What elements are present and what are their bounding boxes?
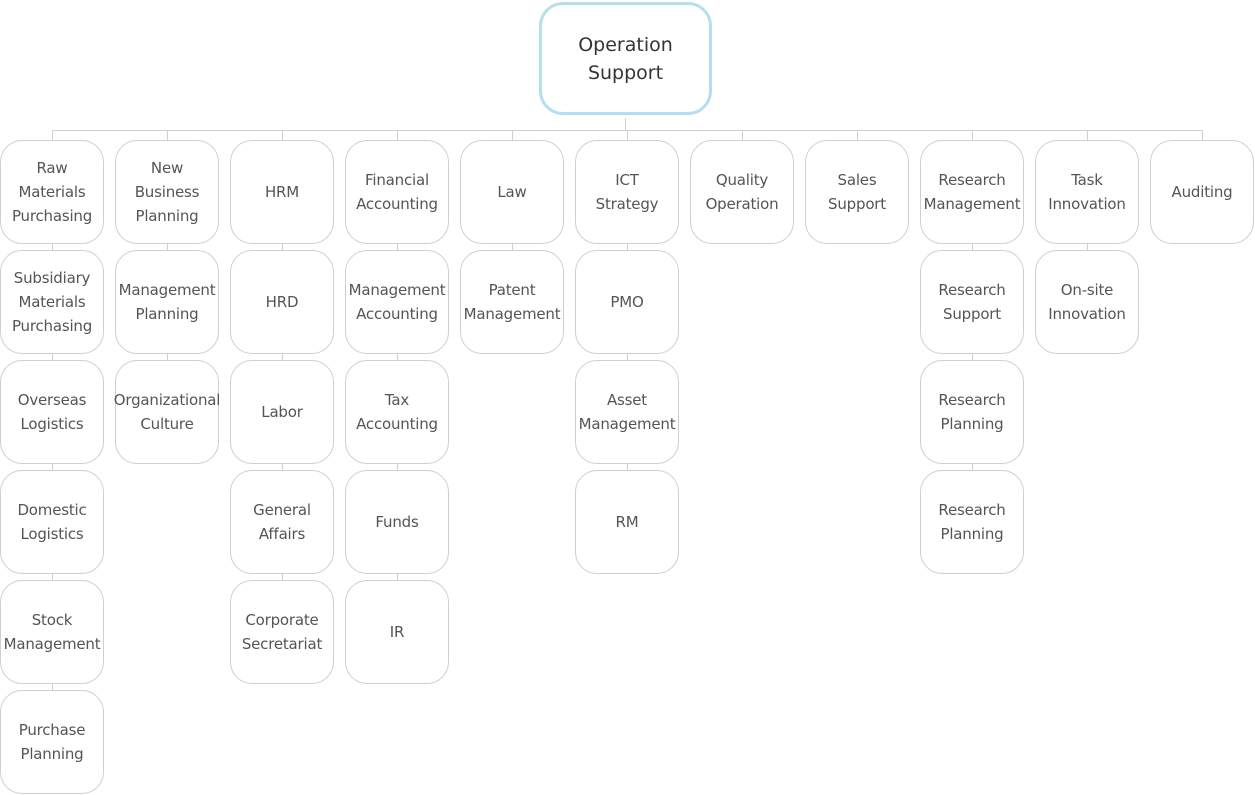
sub-department-node[interactable]: Organizational Culture (114, 360, 220, 464)
sub-department-node[interactable]: Research Support (920, 250, 1024, 354)
department-node[interactable]: HRM (230, 140, 334, 244)
department-node[interactable]: Law (460, 140, 564, 244)
sub-department-node[interactable]: Research Planning (920, 360, 1024, 464)
sub-department-node[interactable]: Funds (345, 470, 449, 574)
sub-department-node[interactable]: IR (345, 580, 449, 684)
sub-department-node[interactable]: General Affairs (230, 470, 334, 574)
sub-department-node[interactable]: Subsidiary Materials Purchasing (0, 250, 104, 354)
sub-department-node[interactable]: RM (575, 470, 679, 574)
sub-department-node[interactable]: HRD (230, 250, 334, 354)
department-node[interactable]: Research Management (920, 140, 1024, 244)
department-node[interactable]: Sales Support (805, 140, 909, 244)
sub-department-node[interactable]: Overseas Logistics (0, 360, 104, 464)
department-node[interactable]: Task Innovation (1035, 140, 1139, 244)
sub-department-node[interactable]: Labor (230, 360, 334, 464)
root-node-operation-support[interactable]: Operation Support (539, 2, 712, 115)
sub-department-node[interactable]: Corporate Secretariat (230, 580, 334, 684)
department-node[interactable]: Quality Operation (690, 140, 794, 244)
department-node[interactable]: Raw Materials Purchasing (0, 140, 104, 244)
department-node[interactable]: ICT Strategy (575, 140, 679, 244)
department-node[interactable]: Auditing (1150, 140, 1254, 244)
sub-department-node[interactable]: Research Planning (920, 470, 1024, 574)
sub-department-node[interactable]: Tax Accounting (345, 360, 449, 464)
sub-department-node[interactable]: Management Planning (115, 250, 219, 354)
sub-department-node[interactable]: On-site Innovation (1035, 250, 1139, 354)
sub-department-node[interactable]: Asset Management (575, 360, 679, 464)
department-node[interactable]: Financial Accounting (345, 140, 449, 244)
sub-department-node[interactable]: Domestic Logistics (0, 470, 104, 574)
sub-department-node[interactable]: Management Accounting (345, 250, 449, 354)
sub-department-node[interactable]: Purchase Planning (0, 690, 104, 794)
sub-department-node[interactable]: Patent Management (460, 250, 564, 354)
sub-department-node[interactable]: PMO (575, 250, 679, 354)
department-node[interactable]: New Business Planning (115, 140, 219, 244)
sub-department-node[interactable]: Stock Management (0, 580, 104, 684)
